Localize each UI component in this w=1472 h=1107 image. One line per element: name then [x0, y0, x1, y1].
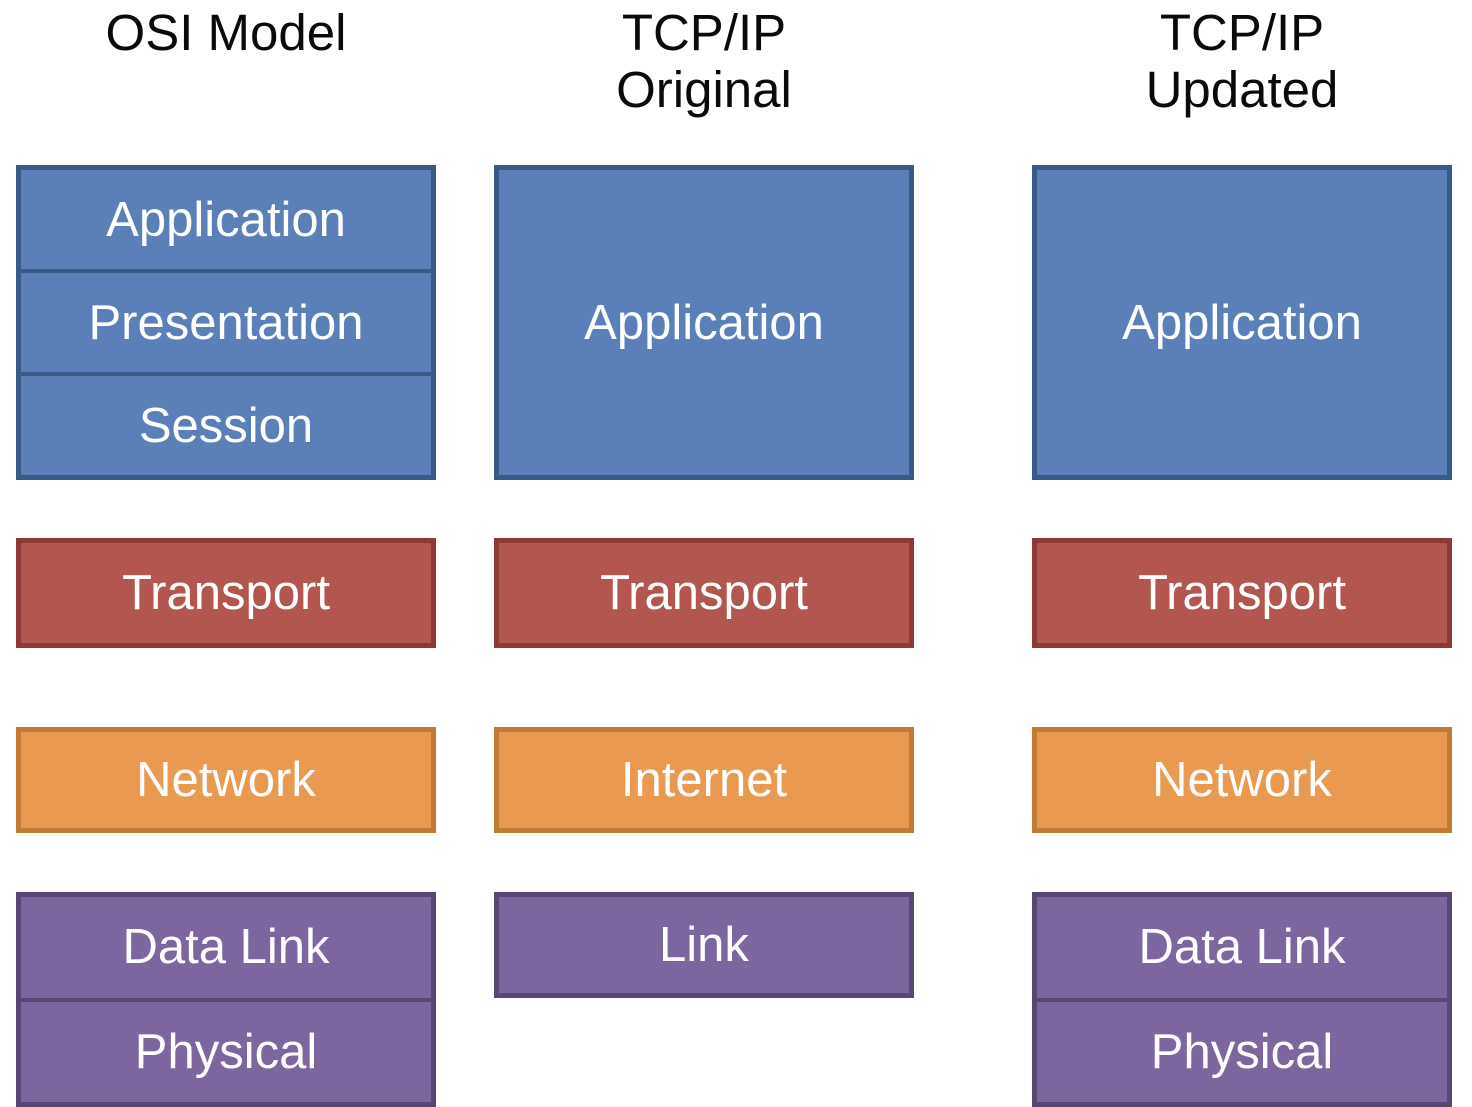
tcpip-updated-transport-group: Transport	[1032, 538, 1452, 648]
layer-box-transport: Transport	[1037, 543, 1447, 643]
layer-label: Physical	[1150, 1024, 1334, 1079]
layer-box-link: Link	[499, 897, 909, 993]
layer-label: Presentation	[88, 295, 364, 350]
title-line: Original	[616, 61, 792, 118]
layer-label: Transport	[1138, 566, 1346, 620]
layer-box-application: Application	[1037, 170, 1447, 475]
osi-lower-layers-group: Data Link Physical	[16, 892, 436, 1107]
tcpip-updated-lower-layers-group: Data Link Physical	[1032, 892, 1452, 1107]
layer-label: Data Link	[1138, 920, 1346, 975]
layer-label: Application	[1122, 295, 1362, 350]
tcpip-original-internet-group: Internet	[494, 727, 914, 833]
layer-label: Network	[1152, 753, 1332, 807]
osi-transport-group: Transport	[16, 538, 436, 648]
layer-label: Network	[136, 753, 316, 807]
layer-label: Transport	[122, 566, 330, 620]
column-title-tcpip-original: TCP/IP Original	[494, 4, 914, 118]
layer-label: Link	[659, 918, 749, 972]
layer-label: Transport	[600, 566, 808, 620]
layer-box-data-link: Data Link	[1037, 897, 1447, 998]
layer-box-network: Network	[1037, 732, 1447, 828]
title-line: TCP/IP	[621, 4, 787, 61]
layer-label: Session	[138, 398, 314, 453]
osi-network-group: Network	[16, 727, 436, 833]
layer-box-application: Application	[499, 170, 909, 475]
layer-label: Physical	[134, 1024, 318, 1079]
layer-box-transport: Transport	[21, 543, 431, 643]
layer-box-internet: Internet	[499, 732, 909, 828]
title-line: OSI Model	[105, 4, 347, 61]
layer-box-physical: Physical	[1037, 997, 1447, 1103]
layer-box-transport: Transport	[499, 543, 909, 643]
tcpip-updated-network-group: Network	[1032, 727, 1452, 833]
layer-box-physical: Physical	[21, 997, 431, 1103]
layer-label: Application	[106, 192, 346, 247]
column-title-tcpip-updated: TCP/IP Updated	[1032, 4, 1452, 118]
tcpip-updated-application-group: Application	[1032, 165, 1452, 480]
tcpip-original-link-group: Link	[494, 892, 914, 998]
layer-box-session: Session	[21, 372, 431, 475]
column-tcpip-updated: TCP/IP Updated Application Transport Net…	[1032, 0, 1452, 1107]
layer-box-presentation: Presentation	[21, 269, 431, 372]
layer-box-application: Application	[21, 170, 431, 269]
tcpip-original-application-group: Application	[494, 165, 914, 480]
layer-label: Data Link	[122, 920, 330, 975]
layer-box-data-link: Data Link	[21, 897, 431, 998]
title-line: TCP/IP	[1159, 4, 1325, 61]
tcpip-original-transport-group: Transport	[494, 538, 914, 648]
osi-upper-layers-group: Application Presentation Session	[16, 165, 436, 480]
layer-label: Internet	[620, 753, 788, 807]
column-tcpip-original: TCP/IP Original Application Transport In…	[494, 0, 914, 1100]
layer-box-network: Network	[21, 732, 431, 828]
column-title-osi-model: OSI Model	[16, 4, 436, 61]
column-osi-model: OSI Model Application Presentation Sessi…	[16, 0, 436, 1107]
title-line: Updated	[1145, 61, 1339, 118]
layer-label: Application	[584, 295, 824, 350]
